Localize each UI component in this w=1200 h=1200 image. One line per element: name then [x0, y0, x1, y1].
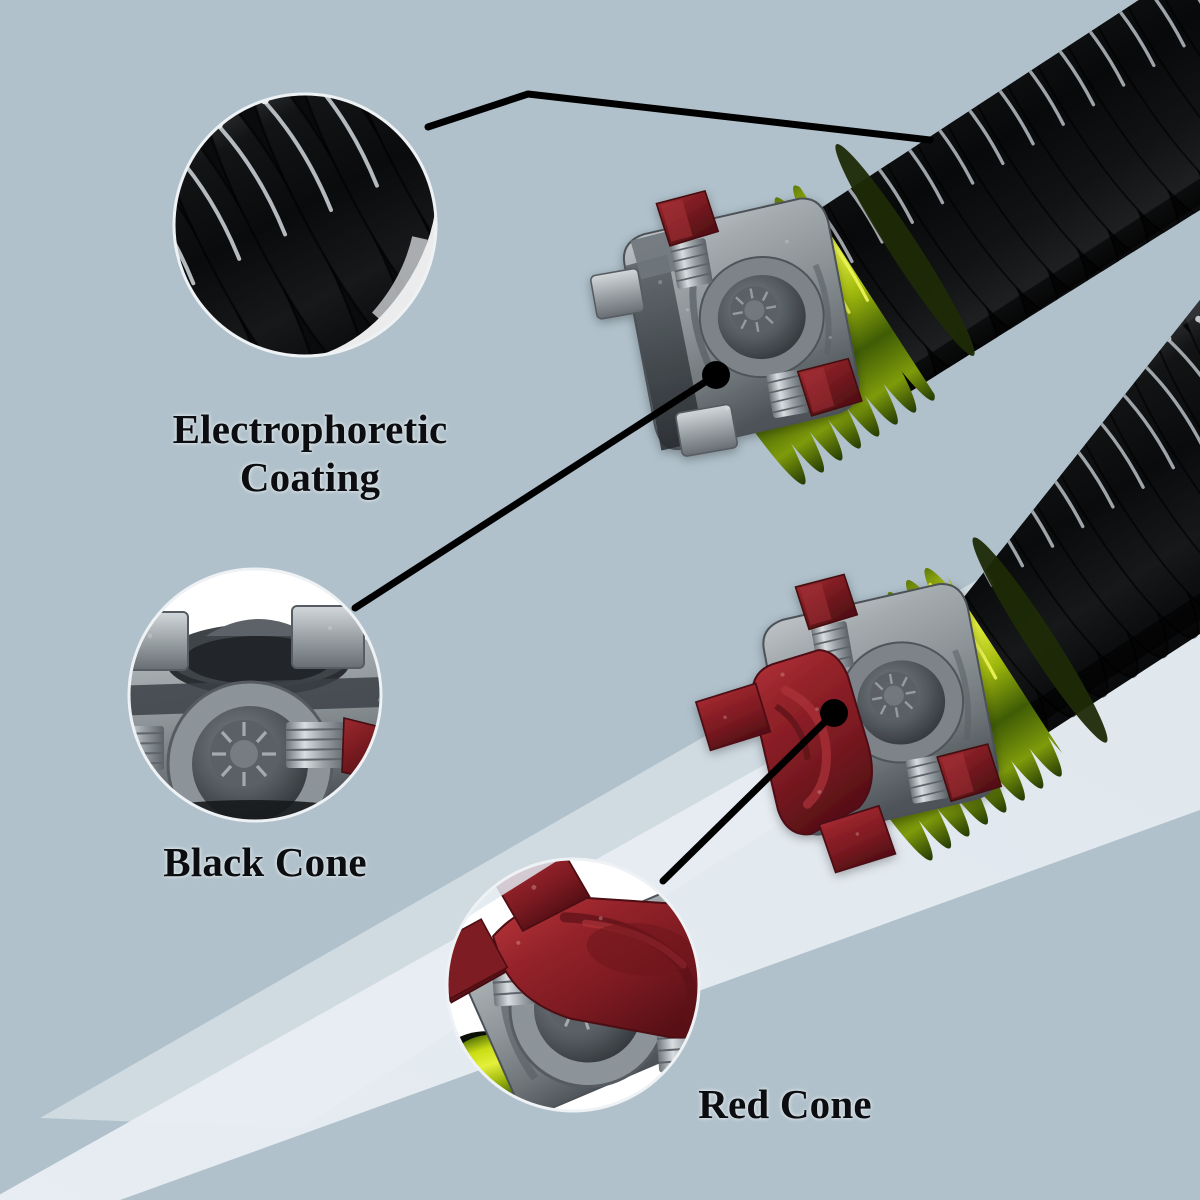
- upper-black-cone: [590, 190, 863, 457]
- upper-cone-bottom-bolt: [766, 357, 863, 419]
- callout-leader-lines: [351, 90, 934, 885]
- callout-circle-red-cone: [445, 857, 701, 1113]
- leader-line-red-cone: [659, 709, 838, 885]
- leader-line-electrophoretic-coating: [424, 90, 934, 144]
- leader-line-black-cone: [351, 371, 720, 612]
- lower-cone-bottom-bolt: [905, 743, 1003, 804]
- leader-dot-red-cone: [820, 699, 848, 727]
- callout-leader-dots: [702, 361, 848, 727]
- red-cone-part: [694, 648, 897, 874]
- lower-cone-assembly: [694, 573, 1003, 874]
- leader-dot-black-cone: [702, 361, 730, 389]
- upper-cone-top-bolt: [655, 190, 720, 289]
- callout-circle-black-cone: [127, 567, 383, 823]
- lower-cone-top-bolt: [794, 573, 859, 672]
